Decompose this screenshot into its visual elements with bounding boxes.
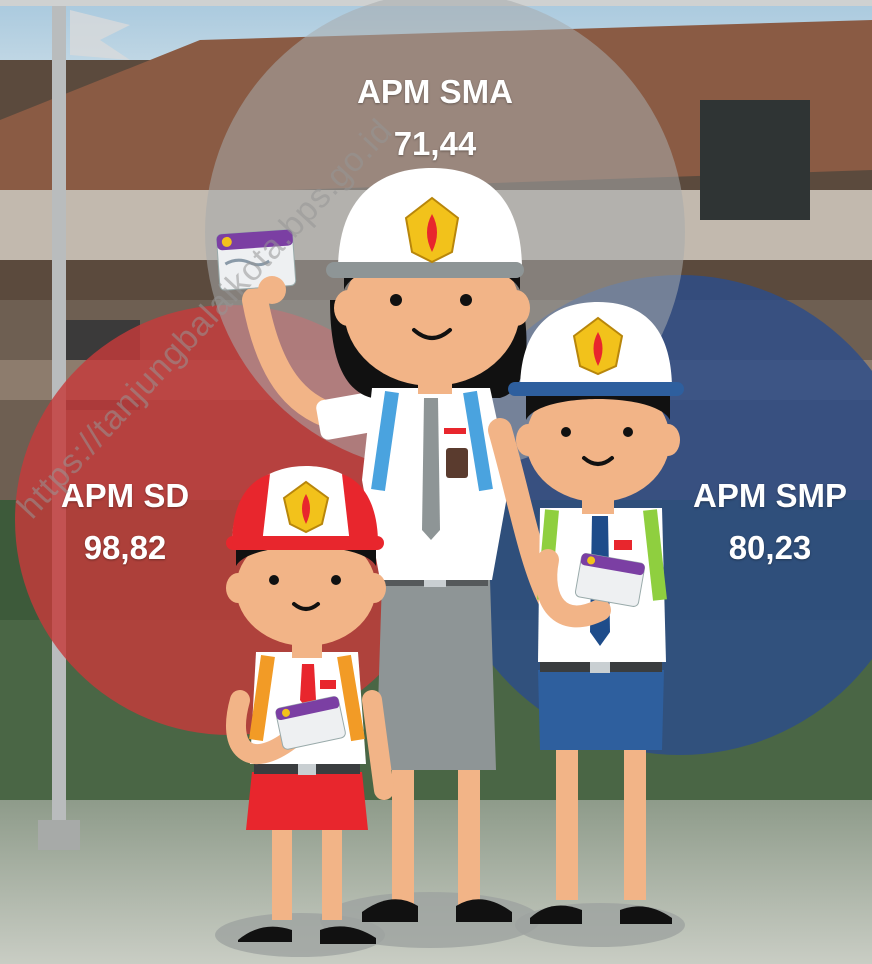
smp-ear xyxy=(516,424,540,456)
sma-leg xyxy=(392,760,414,910)
sd-student xyxy=(226,466,394,944)
smp-skirt xyxy=(538,670,664,750)
smp-shoe xyxy=(530,905,582,924)
osis-badge xyxy=(446,448,468,478)
flag-badge xyxy=(320,680,336,689)
smp-shoe xyxy=(620,906,672,924)
smp-leg xyxy=(556,750,578,900)
sma-stat: APM SMA 71,44 xyxy=(305,72,565,164)
smp-eye xyxy=(623,427,633,437)
smp-leg xyxy=(624,750,646,900)
sd-tie xyxy=(300,664,316,710)
sma-backpack-strap xyxy=(371,391,399,491)
sd-hat-brim xyxy=(226,536,384,550)
sd-ear xyxy=(226,573,250,603)
flag xyxy=(70,10,130,60)
sd-backpack-strap xyxy=(337,654,365,742)
sma-sleeve xyxy=(316,392,380,440)
sd-shoe xyxy=(238,926,292,942)
sma-shoe xyxy=(456,899,512,922)
sd-face xyxy=(236,530,376,646)
sd-arm xyxy=(362,690,394,800)
smp-eye xyxy=(561,427,571,437)
smp-hair xyxy=(526,396,670,420)
sd-leg xyxy=(322,820,342,920)
sma-student xyxy=(216,168,562,922)
sma-tie xyxy=(422,398,440,540)
sd-skirt xyxy=(246,772,368,830)
sd-eye xyxy=(331,575,341,585)
sd-value: 98,82 xyxy=(83,529,167,566)
ground-shadow xyxy=(215,913,385,957)
sd-leg xyxy=(272,820,292,920)
sma-skirt xyxy=(376,580,496,770)
smp-student-card xyxy=(574,553,646,607)
smp-face xyxy=(526,378,670,502)
smp-stat: APM SMP 80,23 xyxy=(668,476,872,568)
garuda-emblem-icon xyxy=(282,480,330,534)
smp-value: 80,23 xyxy=(728,529,812,566)
sd-arm xyxy=(226,690,300,765)
flag-badge xyxy=(614,540,632,550)
sd-student-card xyxy=(275,696,346,750)
flagpole-base xyxy=(38,820,80,850)
sma-ear xyxy=(334,290,362,326)
sma-leg xyxy=(458,760,480,910)
sma-eye xyxy=(390,294,402,306)
sma-backpack-strap xyxy=(463,390,493,492)
sd-stat: APM SD 98,82 xyxy=(20,476,230,568)
sd-backpack-strap xyxy=(249,655,275,741)
sd-ear xyxy=(362,573,386,603)
sma-value: 71,44 xyxy=(393,125,477,162)
sma-student-card xyxy=(216,229,297,291)
garuda-emblem-icon xyxy=(572,316,624,376)
smp-backpack-strap xyxy=(643,509,667,601)
sma-hand xyxy=(258,276,286,304)
smp-label: APM SMP xyxy=(692,477,847,514)
smp-arm xyxy=(535,549,611,628)
school-window xyxy=(700,100,810,220)
sma-shoe xyxy=(362,899,418,922)
sma-hat-brim xyxy=(326,262,524,278)
sd-shoe xyxy=(320,926,376,944)
sma-mouth xyxy=(412,328,452,340)
sd-eye xyxy=(269,575,279,585)
sma-label: APM SMA xyxy=(357,73,513,110)
sd-label: APM SD xyxy=(60,477,190,514)
sma-eye xyxy=(460,294,472,306)
sma-ear xyxy=(502,290,530,326)
smp-ear xyxy=(656,424,680,456)
smp-mouth xyxy=(582,456,614,466)
smp-student xyxy=(508,302,684,924)
garuda-emblem-icon xyxy=(404,196,460,264)
smp-hat-brim xyxy=(508,382,684,396)
sd-mouth xyxy=(292,602,320,611)
ground-shadow xyxy=(515,903,685,947)
